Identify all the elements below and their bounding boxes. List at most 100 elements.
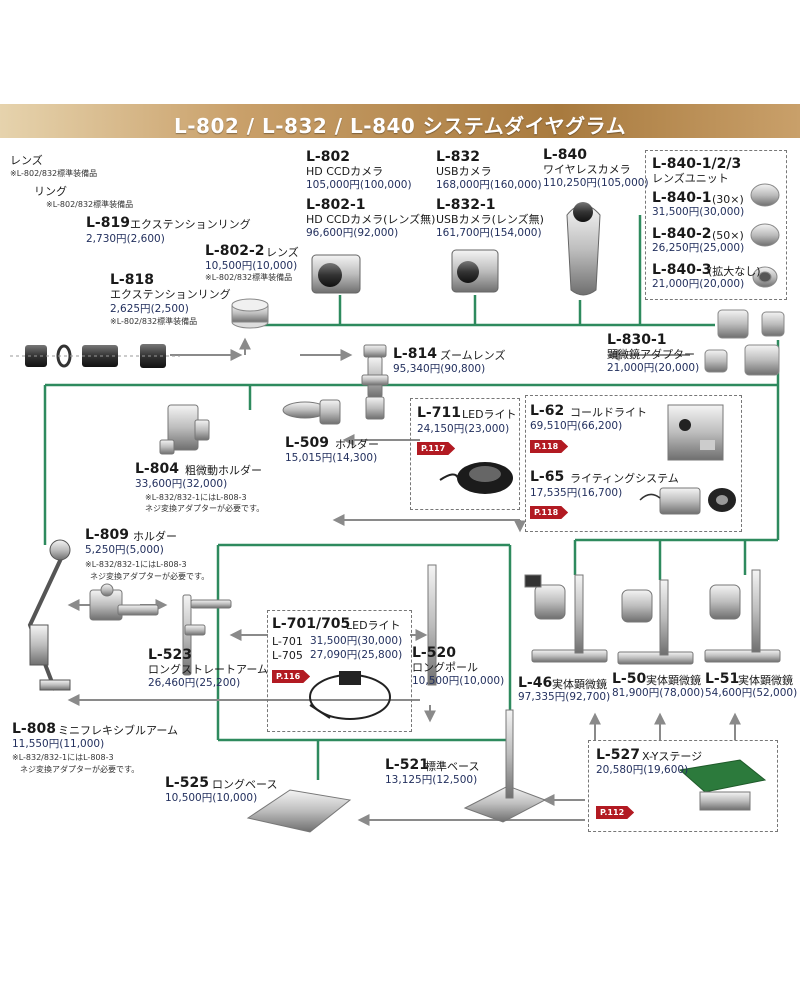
- flexible-arm-illustration: [27, 539, 71, 691]
- straight-arm-illustration: [182, 594, 232, 676]
- l65-name: ライティングシステム: [570, 472, 679, 485]
- light-source-box: [525, 395, 742, 532]
- l50-name: 実体顕微鏡: [646, 674, 701, 687]
- xy-stage-box: [588, 740, 778, 832]
- l840-1-price: 31,500円(30,000): [652, 206, 745, 218]
- camera-802-illustration: [311, 254, 361, 294]
- l830-1-code: L-830-1: [607, 332, 667, 348]
- l809-price: 5,250円(5,000): [85, 544, 164, 556]
- l525-name: ロングベース: [212, 778, 278, 791]
- l832-1-name: USBカメラ(レンズ無): [436, 213, 544, 226]
- l527-page-badge[interactable]: P.112: [596, 806, 635, 819]
- l809-code: L-809: [85, 527, 129, 543]
- holder-804-illustration: [159, 404, 210, 455]
- ring-label: リング: [34, 185, 67, 198]
- lighting-system-illustration: [639, 487, 736, 515]
- long-base-illustration: [246, 789, 352, 833]
- l701-row-code: L-701: [272, 635, 303, 648]
- l51-name: 実体顕微鏡: [738, 674, 793, 687]
- l808-note-2: ネジ変換アダプターが必要です。: [20, 765, 140, 774]
- l46-price: 97,335円(92,700): [518, 691, 611, 703]
- l804-name: 粗微動ホルダー: [185, 464, 262, 477]
- microscope-l46-illustration: [524, 574, 608, 663]
- l840-1-spec: (30×): [712, 193, 744, 206]
- l802-1-name: HD CCDカメラ(レンズ無): [306, 213, 436, 226]
- l840-2-price: 26,250円(25,000): [652, 242, 745, 254]
- l525-price: 10,500円(10,000): [165, 792, 258, 804]
- led-711-box: [410, 398, 520, 510]
- l818-price: 2,625円(2,500): [110, 303, 189, 315]
- l711-name: LEDライト: [462, 408, 517, 421]
- l819-name: エクステンションリング: [130, 218, 251, 231]
- l808-note-1: ※L-832/832-1にはL-808-3: [12, 753, 114, 762]
- page-title: L-802 / L-832 / L-840 システムダイヤグラム: [173, 114, 626, 138]
- l62-page-badge[interactable]: P.118: [530, 440, 569, 453]
- l527-code: L-527: [596, 747, 640, 763]
- l804-note-2: ネジ変換アダプターが必要です。: [145, 504, 265, 513]
- led-711-illustration: [439, 462, 513, 494]
- l705-row-code: L-705: [272, 649, 303, 662]
- camera-832-illustration: [451, 249, 499, 293]
- lens-note: ※L-802/832標準装備品: [10, 169, 98, 178]
- clamp-illustration: [89, 583, 159, 621]
- l802-2-price: 10,500円(10,000): [205, 260, 298, 272]
- standard-base-illustration: [463, 709, 547, 823]
- l804-code: L-804: [135, 461, 179, 477]
- l711-page-badge[interactable]: P.117: [417, 442, 456, 455]
- l802-2-note: ※L-802/832標準装備品: [205, 273, 293, 282]
- l46-name: 実体顕微鏡: [552, 678, 607, 691]
- l832-name: USBカメラ: [436, 165, 492, 178]
- l802-1-price: 96,600円(92,000): [306, 227, 399, 239]
- title-bar: [0, 104, 800, 138]
- l62-price: 69,510円(66,200): [530, 420, 623, 432]
- l701-page-badge[interactable]: P.116: [272, 670, 311, 683]
- lens-units-illustration: [750, 183, 780, 288]
- l50-price: 81,900円(78,000): [612, 687, 705, 699]
- l521-code: L-521: [385, 757, 429, 773]
- l809-note-2: ネジ変換アダプターが必要です。: [90, 572, 210, 581]
- l509-code: L-509: [285, 435, 329, 451]
- l840u-name: レンズユニット: [652, 172, 729, 185]
- l819-code: L-819: [86, 215, 130, 231]
- l523-name: ロングストレートアーム: [148, 663, 269, 676]
- l830-1-price: 21,000円(20,000): [607, 362, 700, 374]
- l509-price: 15,015円(14,300): [285, 452, 378, 464]
- connector-lines: [43, 215, 780, 780]
- microscope-l50-illustration: [617, 579, 694, 665]
- led-701-illustration: [309, 671, 391, 720]
- lens-unit-box: [645, 150, 787, 300]
- l802-code: L-802: [306, 149, 350, 165]
- cold-light-illustration: [667, 404, 724, 461]
- l701-code: L-701/705: [272, 616, 351, 632]
- l705-row-price: 27,090円(25,800): [310, 649, 403, 661]
- l840-2-code: L-840-2: [652, 226, 712, 242]
- l521-name: 標準ベース: [425, 760, 480, 773]
- xy-stage-illustration: [678, 759, 767, 811]
- l711-price: 24,150円(23,000): [417, 423, 510, 435]
- zoom-lens-illustration: [361, 344, 389, 420]
- l840-1-code: L-840-1: [652, 190, 712, 206]
- l809-note-1: ※L-832/832-1にはL-808-3: [85, 560, 187, 569]
- l802-name: HD CCDカメラ: [306, 165, 384, 178]
- l840-2-spec: (50×): [712, 229, 744, 242]
- arrows: [67, 337, 741, 826]
- l521-price: 13,125円(12,500): [385, 774, 478, 786]
- l802-1-code: L-802-1: [306, 197, 366, 213]
- l65-page-badge[interactable]: P.118: [530, 506, 569, 519]
- adapter-830-illustration: [704, 309, 785, 376]
- l808-price: 11,550円(11,000): [12, 738, 105, 750]
- l62-name: コールドライト: [570, 406, 647, 419]
- l523-code: L-523: [148, 647, 192, 663]
- l809-name: ホルダー: [133, 530, 177, 543]
- l65-price: 17,535円(16,700): [530, 487, 623, 499]
- l804-note-1: ※L-832/832-1にはL-808-3: [145, 493, 247, 502]
- l830-1-name: 顕微鏡アダプター: [607, 348, 695, 361]
- l840-code: L-840: [543, 147, 587, 163]
- l802-2-code: L-802-2: [205, 243, 265, 259]
- l804-price: 33,600円(32,000): [135, 478, 228, 490]
- l51-code: L-51: [705, 671, 740, 687]
- l51-price: 54,600円(52,000): [705, 687, 798, 699]
- camera-840-illustration: [566, 202, 601, 296]
- l818-note: ※L-802/832標準装備品: [110, 317, 198, 326]
